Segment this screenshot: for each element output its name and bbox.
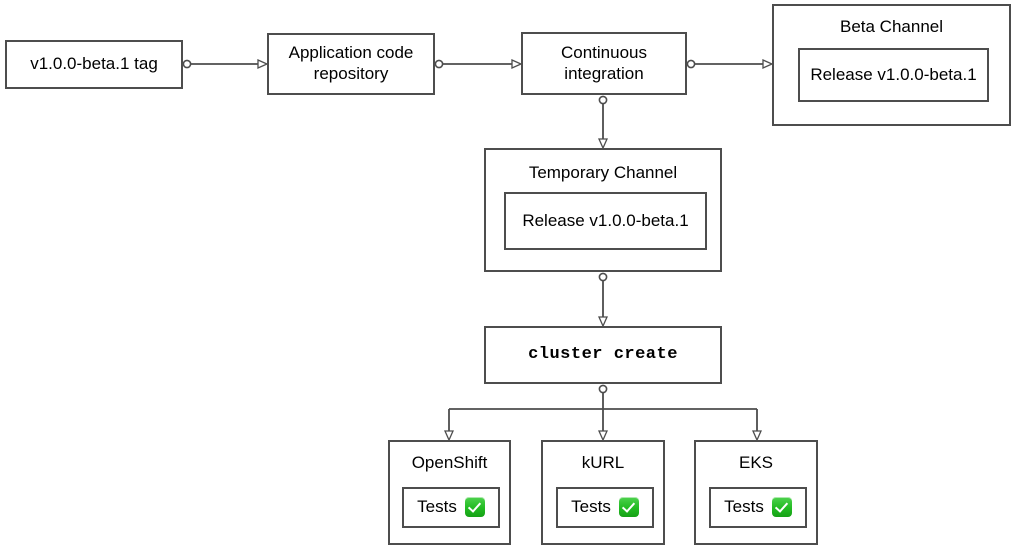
- edge-temporary-channel-to-cluster-create: [599, 272, 606, 325]
- kurl-tests-label: Tests: [571, 497, 611, 517]
- edge-ci-to-beta-channel: [686, 60, 771, 67]
- kurl-title: kURL: [581, 453, 625, 472]
- beta-channel-release-label: Release v1.0.0-beta.1: [810, 64, 977, 84]
- green-check-icon: [618, 497, 639, 518]
- eks-tests-box[interactable]: Tests: [709, 487, 807, 528]
- beta-channel-title: Beta Channel: [839, 17, 944, 36]
- edge-repo-to-ci: [434, 60, 520, 67]
- node-temporary-channel[interactable]: Temporary Channel Release v1.0.0-beta.1: [484, 148, 722, 272]
- eks-title: EKS: [738, 453, 774, 472]
- node-repo-label-line2: repository: [313, 64, 389, 83]
- eks-tests-row: Tests: [724, 497, 792, 518]
- beta-channel-release-box[interactable]: Release v1.0.0-beta.1: [798, 48, 989, 102]
- openshift-tests-label: Tests: [417, 497, 457, 517]
- node-beta-channel[interactable]: Beta Channel Release v1.0.0-beta.1: [772, 4, 1011, 126]
- openshift-tests-row: Tests: [417, 497, 485, 518]
- green-check-icon: [771, 497, 792, 518]
- node-ci-label-line1: Continuous: [560, 42, 647, 62]
- temporary-channel-release-label: Release v1.0.0-beta.1: [522, 210, 689, 230]
- node-application-code-repository[interactable]: Application code repository: [267, 33, 435, 95]
- temporary-channel-title: Temporary Channel: [528, 163, 678, 182]
- edge-ci-to-temporary-channel: [599, 95, 606, 147]
- node-tag[interactable]: v1.0.0-beta.1 tag: [5, 40, 183, 89]
- node-kurl[interactable]: kURL Tests: [541, 440, 665, 545]
- green-check-icon: [464, 497, 485, 518]
- kurl-tests-row: Tests: [571, 497, 639, 518]
- kurl-tests-box[interactable]: Tests: [556, 487, 654, 528]
- node-repo-label-line1: Application code: [288, 43, 414, 63]
- node-ci-label-line2: integration: [564, 63, 644, 83]
- edge-tag-to-repo: [182, 60, 266, 67]
- temporary-channel-release-box[interactable]: Release v1.0.0-beta.1: [504, 192, 707, 250]
- node-eks[interactable]: EKS Tests: [694, 440, 818, 545]
- node-continuous-integration[interactable]: Continuous integration: [521, 32, 687, 95]
- edge-cluster-create-to-platforms: [449, 384, 757, 439]
- openshift-tests-box[interactable]: Tests: [402, 487, 500, 528]
- eks-tests-label: Tests: [724, 497, 764, 517]
- node-tag-label: v1.0.0-beta.1 tag: [30, 54, 158, 74]
- node-cluster-create-label: cluster create: [528, 344, 678, 364]
- node-openshift[interactable]: OpenShift Tests: [388, 440, 511, 545]
- node-cluster-create[interactable]: cluster create: [484, 326, 722, 384]
- openshift-title: OpenShift: [411, 453, 488, 472]
